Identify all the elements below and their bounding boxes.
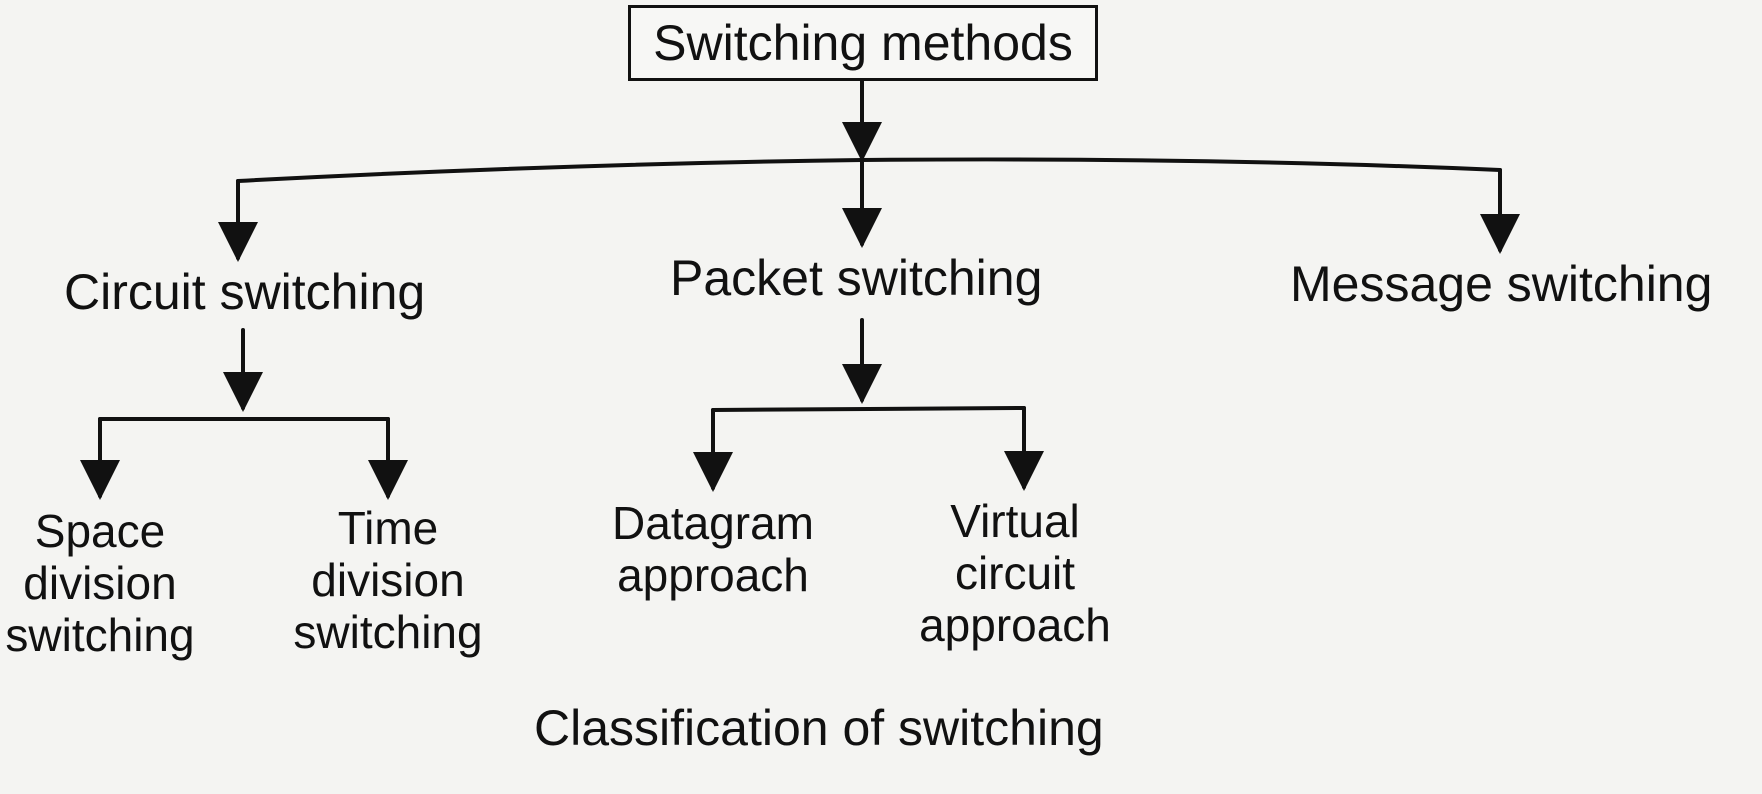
node-virtual-circuit-approach: Virtual circuit approach (919, 495, 1111, 651)
root-node-switching-methods: Switching methods (628, 5, 1098, 81)
node-circuit-switching: Circuit switching (64, 264, 426, 320)
root-node-label: Switching methods (653, 15, 1073, 71)
packet-branch-bar (711, 406, 1026, 412)
diagram-caption: Classification of switching (534, 700, 1104, 756)
top-branch-bar (236, 157, 1502, 183)
node-time-division-switching: Time division switching (293, 502, 483, 658)
node-packet-switching: Packet switching (670, 250, 1043, 306)
node-space-division-switching: Space division switching (5, 505, 195, 661)
node-message-switching: Message switching (1290, 256, 1713, 312)
node-datagram-approach: Datagram approach (612, 497, 814, 601)
